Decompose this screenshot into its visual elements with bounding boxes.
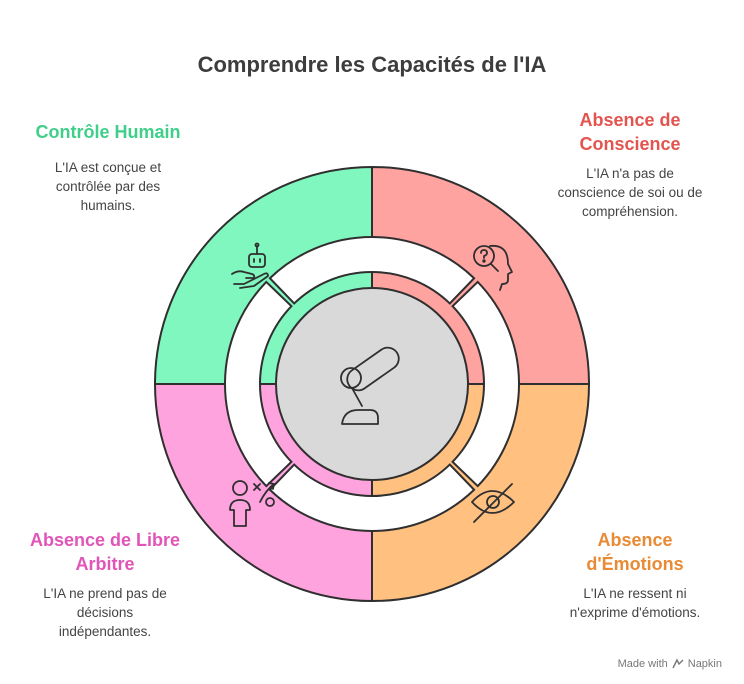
person-strategy-icon: [229, 480, 275, 527]
label-description: L'IA ne ressent ni n'exprime d'émotions.: [545, 584, 725, 622]
brand-name: Napkin: [687, 658, 722, 670]
label-title-line: Absence de: [579, 110, 681, 130]
ring-arc-right: [451, 280, 520, 488]
label-description-line: L'IA n'a pas de: [586, 166, 674, 181]
label-title: Absence d'Émotions: [545, 528, 725, 576]
label-description: L'IA ne prend pas de décisions indépendant…: [20, 584, 190, 641]
label-description-line: L'IA ne prend pas de: [43, 586, 167, 601]
label-description-line: compréhension.: [581, 204, 679, 219]
label-control-humain: Contrôle Humain L'IA est conçue et contrô…: [18, 120, 198, 215]
head-question-icon: [473, 244, 513, 291]
label-absence-emotions: Absence d'Émotions L'IA ne ressent ni n'ex…: [545, 528, 725, 622]
label-description-line: décisions: [76, 605, 134, 620]
label-description-line: L'IA est conçue et: [54, 160, 162, 175]
label-title-line: Contrôle Humain: [35, 122, 181, 142]
label-title: Absence de Conscience: [540, 108, 720, 156]
ring-arc-top: [268, 236, 476, 305]
label-absence-conscience: Absence de Conscience L'IA n'a pas de cons…: [540, 108, 720, 221]
label-title-line: Absence: [597, 530, 673, 550]
label-title-line: d'Émotions: [586, 554, 684, 574]
label-title-line: Conscience: [579, 134, 681, 154]
made-with-text: Made with: [617, 658, 668, 670]
label-description: L'IA est conçue et contrôlée par des humai…: [18, 158, 198, 215]
eye-slash-icon: [471, 483, 515, 523]
label-description-line: L'IA ne ressent ni: [583, 586, 687, 601]
page-title: Comprendre les Capacités de l'IA: [197, 52, 547, 77]
ring-arc-bottom: [268, 463, 476, 532]
ring-arc-left: [224, 280, 293, 488]
footer-credit: Made with Napkin: [618, 658, 722, 670]
label-title-line: Arbitre: [75, 554, 135, 574]
label-title-line: Absence de Libre: [29, 530, 181, 550]
label-title: Contrôle Humain: [18, 120, 198, 144]
label-description-line: conscience de soi ou de: [557, 185, 703, 200]
label-description-line: humains.: [80, 198, 136, 213]
label-description-line: contrôlée par des: [55, 179, 161, 194]
napkin-logo-icon: [672, 658, 684, 669]
hand-robot-icon: [231, 242, 269, 289]
inner-ring: [224, 236, 520, 532]
robotic-arm-icon: [340, 346, 400, 425]
label-description: L'IA n'a pas de conscience de soi ou de co…: [540, 164, 720, 221]
label-description-line: indépendantes.: [58, 624, 152, 639]
label-description-line: n'exprime d'émotions.: [569, 605, 701, 620]
